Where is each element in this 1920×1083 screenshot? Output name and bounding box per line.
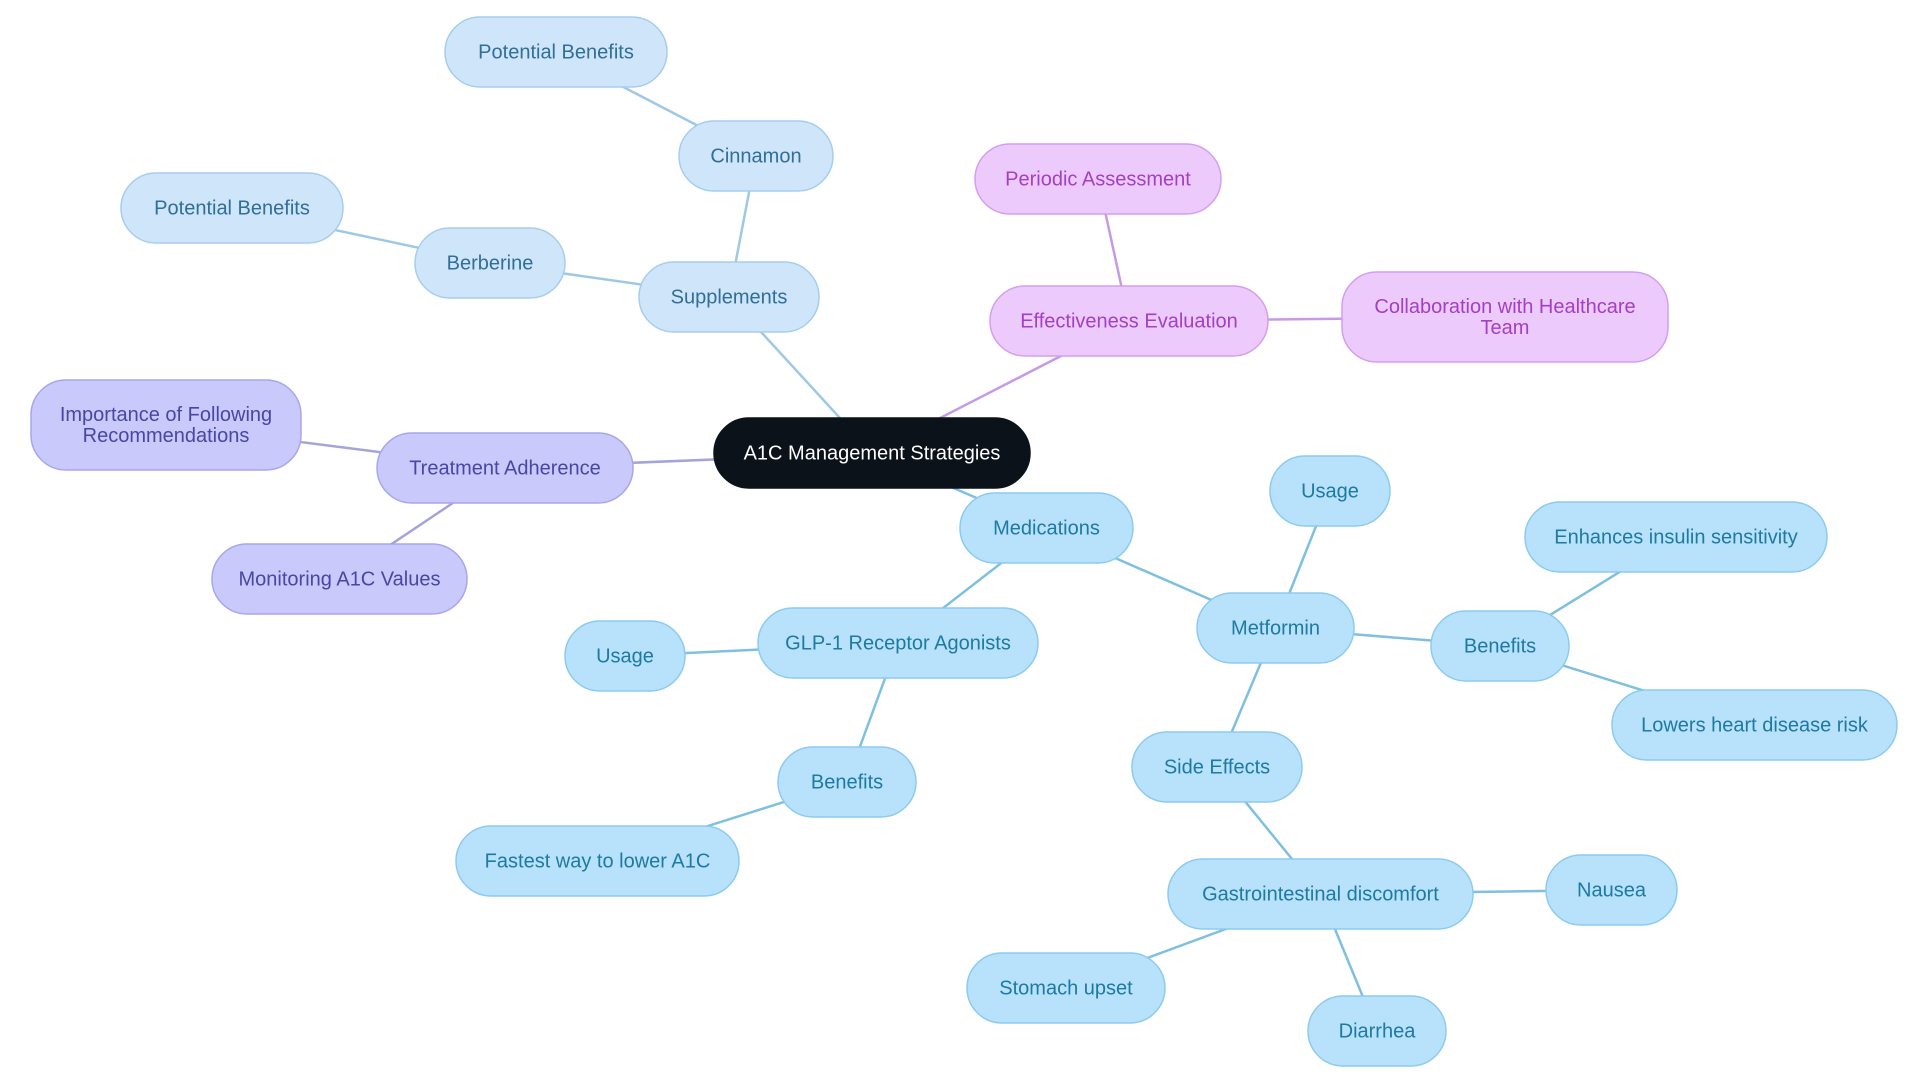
node-glp1-benefits[interactable]: Benefits	[777, 746, 917, 818]
node-medications[interactable]: Medications	[959, 492, 1134, 564]
node-cinnamon[interactable]: Cinnamon	[678, 120, 834, 192]
node-glp1-benefits-label: Benefits	[811, 771, 883, 793]
node-supplements-box	[638, 261, 820, 333]
node-diarrhea-box	[1307, 995, 1447, 1067]
node-diarrhea[interactable]: Diarrhea	[1307, 995, 1447, 1067]
node-collaboration-with-healthcare-team-box	[1341, 271, 1669, 363]
node-metformin-benefits[interactable]: Benefits	[1430, 610, 1570, 682]
node-nausea[interactable]: Nausea	[1545, 854, 1678, 926]
node-importance-of-following-recommendations-label-line-1: Importance of Following	[60, 404, 272, 426]
node-berberine-potential-benefits-box	[120, 172, 344, 244]
node-berberine-label: Berberine	[447, 252, 534, 274]
node-medications-label: Medications	[993, 517, 1100, 539]
node-stomach-upset-box	[966, 952, 1166, 1024]
node-supplements-label: Supplements	[671, 286, 788, 308]
node-monitoring-a1c-values-box	[211, 543, 468, 615]
node-berberine-box	[414, 227, 566, 299]
node-fastest-way-to-lower-a1c-label: Fastest way to lower A1C	[485, 850, 711, 872]
node-periodic-assessment-label: Periodic Assessment	[1005, 168, 1191, 190]
node-importance-of-following-recommendations-label-line-2: Recommendations	[83, 425, 250, 447]
node-berberine-potential-benefits-label: Potential Benefits	[154, 197, 310, 219]
node-glp1-receptor-agonists[interactable]: GLP-1 Receptor Agonists	[757, 607, 1039, 679]
node-cinnamon-box	[678, 120, 834, 192]
node-metformin-label: Metformin	[1231, 617, 1320, 639]
node-a1c-management-strategies-label: A1C Management Strategies	[744, 442, 1001, 464]
node-side-effects-box	[1131, 731, 1303, 803]
node-metformin-usage[interactable]: Usage	[1269, 455, 1391, 527]
node-medications-box	[959, 492, 1134, 564]
node-treatment-adherence-box	[376, 432, 634, 504]
edges-layer	[165, 50, 1755, 1032]
node-treatment-adherence[interactable]: Treatment Adherence	[376, 432, 634, 504]
node-side-effects-label: Side Effects	[1164, 756, 1270, 778]
node-enhances-insulin-sensitivity-box	[1524, 501, 1828, 573]
node-gastrointestinal-discomfort-label: Gastrointestinal discomfort	[1202, 883, 1439, 905]
node-nausea-box	[1545, 854, 1678, 926]
node-importance-of-following-recommendations-box	[30, 379, 302, 471]
node-effectiveness-evaluation-label: Effectiveness Evaluation	[1020, 310, 1238, 332]
node-monitoring-a1c-values[interactable]: Monitoring A1C Values	[211, 543, 468, 615]
node-glp1-usage-label: Usage	[596, 645, 654, 667]
node-periodic-assessment[interactable]: Periodic Assessment	[974, 143, 1222, 215]
node-cinnamon-label: Cinnamon	[710, 145, 801, 167]
node-fastest-way-to-lower-a1c-box	[455, 825, 740, 897]
node-enhances-insulin-sensitivity-label: Enhances insulin sensitivity	[1554, 526, 1797, 548]
node-a1c-management-strategies-box	[713, 417, 1031, 489]
node-lowers-heart-disease-risk-label: Lowers heart disease risk	[1641, 714, 1869, 736]
node-glp1-usage[interactable]: Usage	[564, 620, 686, 692]
node-a1c-management-strategies[interactable]: A1C Management Strategies	[713, 417, 1031, 489]
node-diarrhea-label: Diarrhea	[1339, 1020, 1417, 1042]
node-glp1-receptor-agonists-box	[757, 607, 1039, 679]
node-supplements[interactable]: Supplements	[638, 261, 820, 333]
node-collaboration-with-healthcare-team-label-line-1: Collaboration with Healthcare	[1374, 296, 1635, 318]
node-berberine[interactable]: Berberine	[414, 227, 566, 299]
node-berberine-potential-benefits[interactable]: Potential Benefits	[120, 172, 344, 244]
node-cinnamon-potential-benefits[interactable]: Potential Benefits	[444, 16, 668, 88]
node-stomach-upset[interactable]: Stomach upset	[966, 952, 1166, 1024]
node-side-effects[interactable]: Side Effects	[1131, 731, 1303, 803]
node-metformin-box	[1196, 592, 1355, 664]
node-glp1-benefits-box	[777, 746, 917, 818]
node-cinnamon-potential-benefits-box	[444, 16, 668, 88]
node-cinnamon-potential-benefits-label: Potential Benefits	[478, 41, 634, 63]
node-monitoring-a1c-values-label: Monitoring A1C Values	[239, 568, 441, 590]
node-treatment-adherence-label: Treatment Adherence	[409, 457, 601, 479]
node-gastrointestinal-discomfort[interactable]: Gastrointestinal discomfort	[1167, 858, 1474, 930]
node-metformin-benefits-label: Benefits	[1464, 635, 1536, 657]
node-effectiveness-evaluation-box	[989, 285, 1269, 357]
node-metformin-usage-label: Usage	[1301, 480, 1359, 502]
node-nausea-label: Nausea	[1577, 879, 1647, 901]
node-metformin-benefits-box	[1430, 610, 1570, 682]
nodes-layer: A1C Management Strategies Supplements Cinn…	[30, 16, 1898, 1067]
node-metformin-usage-box	[1269, 455, 1391, 527]
node-periodic-assessment-box	[974, 143, 1222, 215]
node-metformin[interactable]: Metformin	[1196, 592, 1355, 664]
node-fastest-way-to-lower-a1c[interactable]: Fastest way to lower A1C	[455, 825, 740, 897]
node-lowers-heart-disease-risk-box	[1611, 689, 1898, 761]
node-effectiveness-evaluation[interactable]: Effectiveness Evaluation	[989, 285, 1269, 357]
node-glp1-usage-box	[564, 620, 686, 692]
node-enhances-insulin-sensitivity[interactable]: Enhances insulin sensitivity	[1524, 501, 1828, 573]
node-collaboration-with-healthcare-team-label-line-2: Team	[1481, 317, 1530, 339]
node-stomach-upset-label: Stomach upset	[999, 977, 1133, 999]
node-glp1-receptor-agonists-label: GLP-1 Receptor Agonists	[785, 632, 1011, 654]
node-gastrointestinal-discomfort-box	[1167, 858, 1474, 930]
node-lowers-heart-disease-risk[interactable]: Lowers heart disease risk	[1611, 689, 1898, 761]
